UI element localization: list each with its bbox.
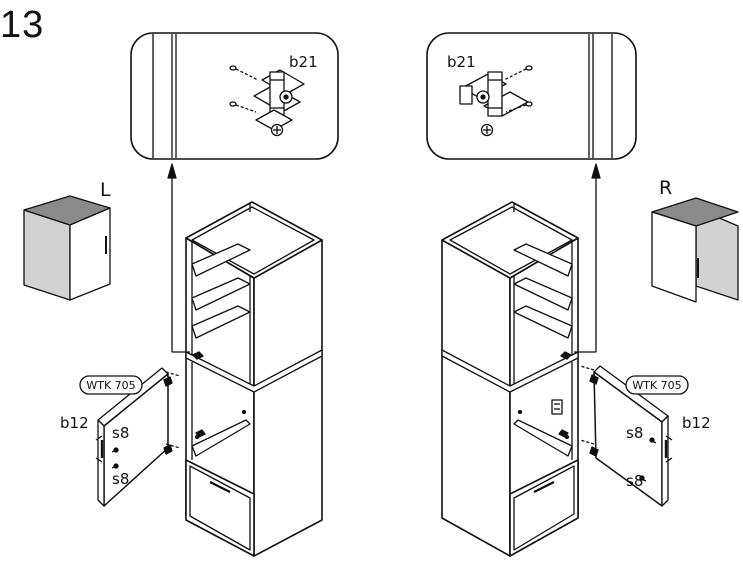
screw-label-right-lower: s8 <box>626 472 643 490</box>
alignment-line <box>235 68 259 81</box>
shelf <box>513 243 573 277</box>
callout-arrow-left <box>167 163 190 353</box>
model-tag-left: WTK 705 <box>86 379 135 392</box>
tall-cabinet-left <box>185 201 323 557</box>
orientation-label-left: L <box>100 179 111 201</box>
orientation-label-right: R <box>659 177 672 199</box>
orientation-cube-left: L <box>23 179 111 301</box>
door-tag-left: WTK 705 <box>79 375 143 395</box>
model-tag-right: WTK 705 <box>632 379 681 392</box>
shelf <box>191 277 251 311</box>
drawer-front <box>509 459 579 557</box>
callout-frame-right <box>426 32 637 160</box>
drawer-handle <box>533 481 555 493</box>
screw-hole <box>229 101 237 107</box>
alignment-line <box>235 104 257 113</box>
drawer-front <box>185 459 255 557</box>
screw-hole <box>525 101 533 107</box>
screw-label-left-upper: s8 <box>112 424 129 442</box>
door-panel-right <box>579 365 673 507</box>
orientation-cube-right: R <box>651 177 739 303</box>
screw-hole <box>525 65 533 71</box>
screw-label-right-upper: s8 <box>626 424 643 442</box>
screw-label-left-lower: s8 <box>112 470 129 488</box>
door-panel-left <box>95 367 181 507</box>
shelf <box>191 243 251 277</box>
screw-hole <box>229 65 237 71</box>
callout-arrow-right <box>574 163 601 353</box>
hinge-code-label-left: b12 <box>60 414 89 432</box>
step-number: 13 <box>0 4 45 46</box>
shelf <box>513 277 573 311</box>
part-code-label-left: b21 <box>289 53 318 71</box>
part-code-label-right: b21 <box>447 53 476 71</box>
shelf <box>191 305 251 339</box>
hinge-code-label-right: b12 <box>682 414 711 432</box>
alignment-line <box>505 104 527 113</box>
hinge-mounting-plate-left <box>253 69 305 137</box>
shelf <box>513 305 573 339</box>
drawer-handle <box>209 481 231 493</box>
detail-callout-left: b21 <box>130 32 339 160</box>
callout-frame-left <box>130 32 339 160</box>
tall-cabinet-right <box>441 201 579 557</box>
hinge-mounting-plate-right <box>459 71 529 137</box>
door-tag-right: WTK 705 <box>625 375 689 395</box>
detail-callout-right: b21 <box>426 32 637 160</box>
alignment-line <box>503 68 527 81</box>
